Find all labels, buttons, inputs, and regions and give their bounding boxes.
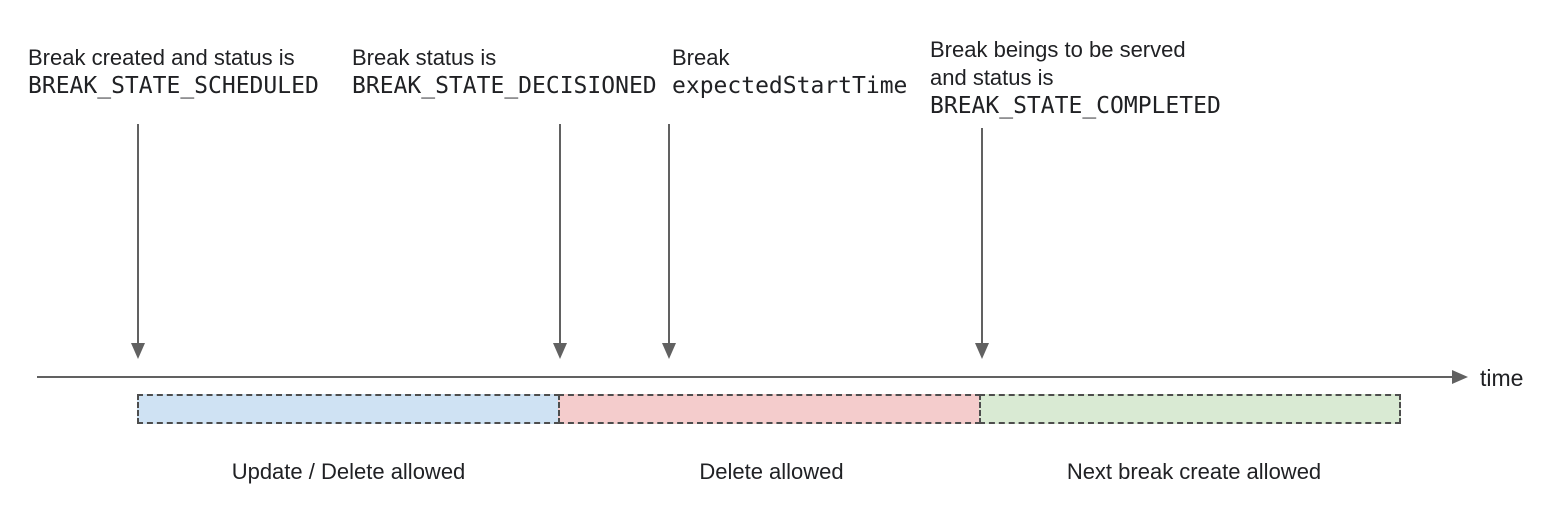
arrow-down-icon — [131, 124, 145, 359]
time-axis-label: time — [1480, 365, 1524, 391]
time-axis-line — [37, 376, 1452, 378]
arrow-down-icon — [553, 124, 567, 359]
annotation-scheduled: Break created and status is BREAK_STATE_… — [28, 44, 319, 100]
segment-next-break-create-allowed — [979, 394, 1401, 424]
segment-label-next-break-create: Next break create allowed — [1066, 459, 1322, 484]
annotation-completed: Break beings to be served and status is … — [930, 36, 1221, 120]
arrow-down-icon — [662, 124, 676, 359]
annotation-decisioned-code: BREAK_STATE_DECISIONED — [352, 73, 657, 99]
annotation-decisioned-text: Break status is — [352, 45, 497, 70]
segment-delete-allowed — [558, 394, 981, 424]
annotation-scheduled-code: BREAK_STATE_SCHEDULED — [28, 73, 319, 99]
time-axis-arrowhead-icon — [1452, 370, 1468, 384]
annotation-completed-text-line2: and status is — [930, 65, 1054, 90]
annotation-decisioned: Break status is BREAK_STATE_DECISIONED — [352, 44, 657, 100]
annotation-completed-code: BREAK_STATE_COMPLETED — [930, 93, 1221, 119]
segment-label-delete: Delete allowed — [699, 459, 844, 484]
annotation-expected-start-time: Break expectedStartTime — [672, 44, 907, 100]
segment-label-update-delete: Update / Delete allowed — [231, 459, 466, 484]
annotation-expected-start-code: expectedStartTime — [672, 73, 908, 99]
phase-bars — [137, 394, 1401, 424]
segment-update-delete-allowed — [137, 394, 560, 424]
annotation-expected-start-text: Break — [672, 45, 730, 70]
annotation-completed-text-line1: Break beings to be served — [930, 37, 1186, 62]
arrow-down-icon — [975, 128, 989, 359]
annotation-scheduled-text: Break created and status is — [28, 45, 295, 70]
